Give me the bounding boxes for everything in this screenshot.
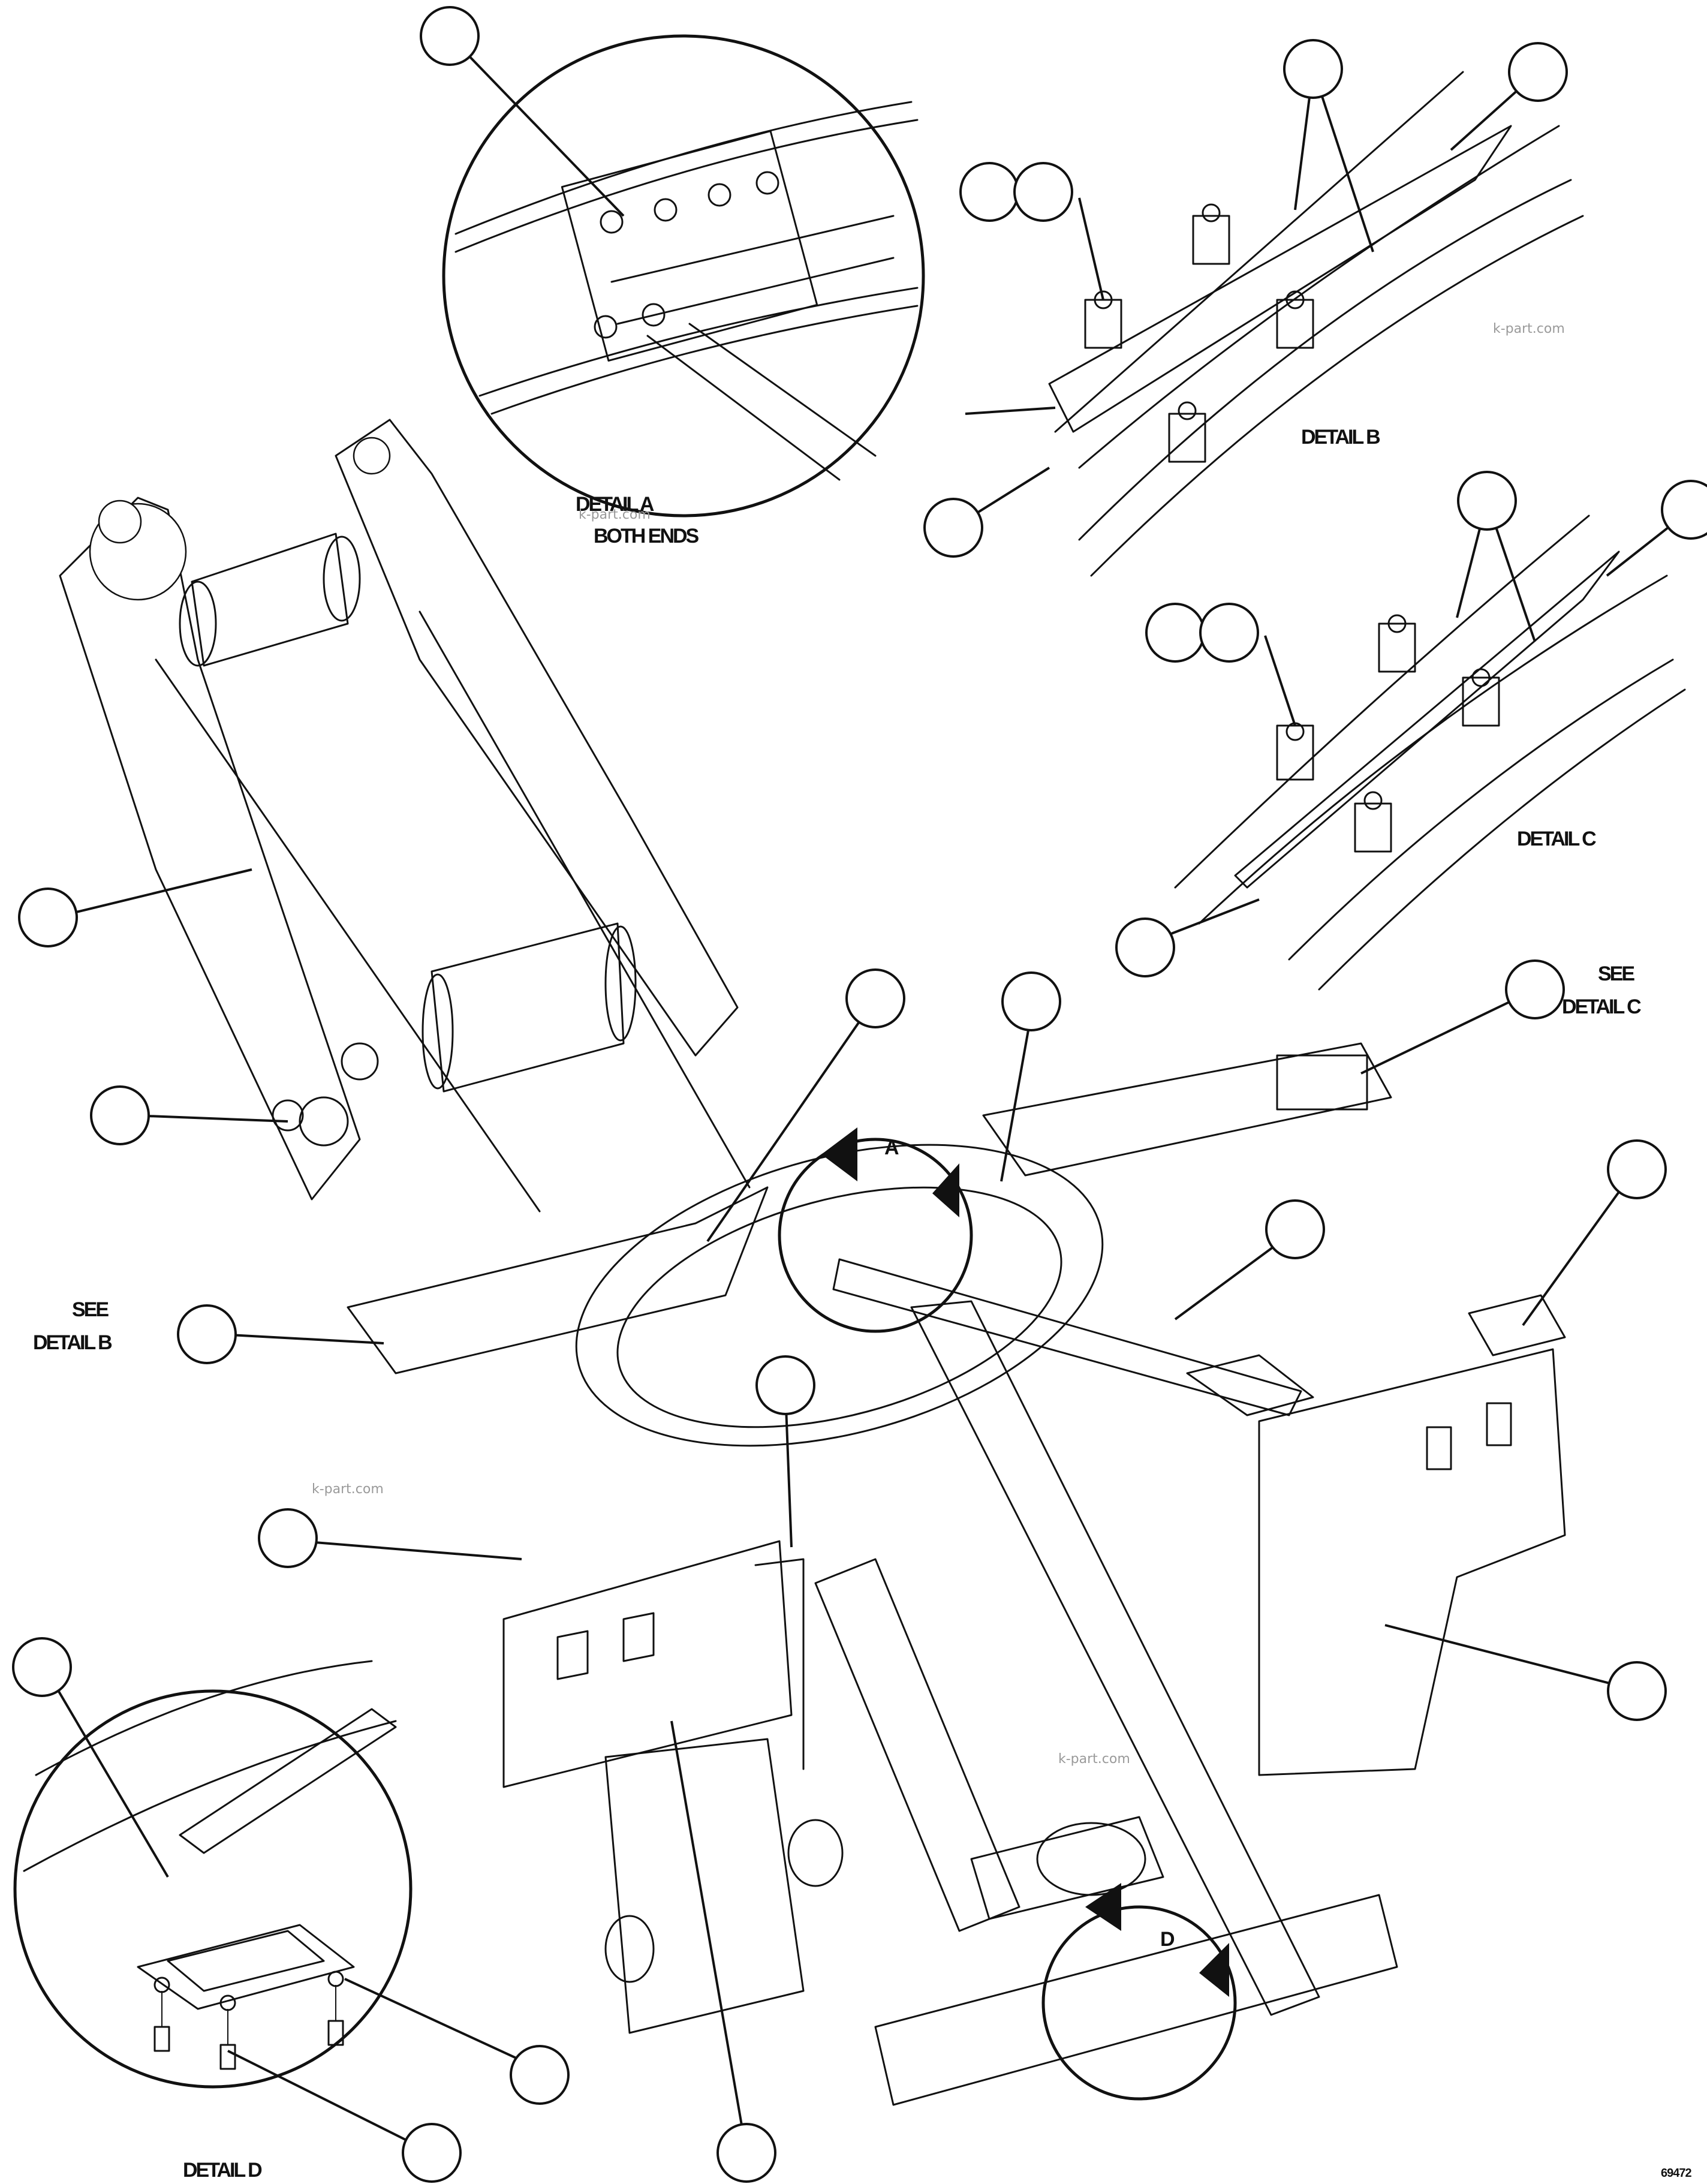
callout-boom-arm (18, 888, 78, 947)
view-arrows (821, 1127, 1229, 1997)
detail-d-label: DETAIL D (183, 2159, 262, 2182)
callout-cross-tube (1265, 1199, 1325, 1259)
callout-leaders (47, 35, 1692, 2154)
callout-detail-c-top-right (1661, 480, 1707, 540)
callout-detail-b-bottom (923, 498, 983, 558)
callout-upper-post (755, 1355, 815, 1415)
callout-detail-b-top-right (1508, 42, 1568, 102)
detail-a-view (442, 34, 925, 518)
main-frame-assembly (59, 419, 1566, 2106)
watermark-2: k-part.com (579, 507, 651, 522)
detail-a-label-line1: DETAIL A (576, 493, 654, 516)
detail-c-view (1174, 515, 1686, 991)
watermark-4: k-part.com (1058, 1752, 1130, 1767)
text-labels: DETAIL A BOTH ENDS DETAIL B DETAIL C SEE… (33, 426, 1692, 2182)
detail-d-view (13, 1660, 413, 2089)
callout-right-panel (1607, 1661, 1667, 1721)
see-detail-c-line2: DETAIL C (1562, 995, 1641, 1018)
callout-detail-b-top-left (1283, 39, 1343, 99)
drawing-number: 69472 (1661, 2167, 1691, 2180)
callout-detail-d-top (12, 1637, 72, 1697)
watermarks: k-part.com k-part.com k-part.com k-part.… (312, 321, 1565, 1767)
callout-detail-b-bolt-1 (959, 162, 1019, 222)
callout-ring-center (1001, 971, 1061, 1031)
callout-detail-c-bottom (1115, 917, 1175, 977)
callout-pivot-pin (90, 1085, 150, 1145)
see-detail-b-line1: SEE (72, 1298, 109, 1321)
see-detail-b-line2: DETAIL B (33, 1331, 112, 1354)
detail-b-label: DETAIL B (1301, 426, 1380, 449)
detail-a-label-line2: BOTH ENDS (594, 525, 699, 547)
callout-detail-d-bolt (510, 2045, 570, 2105)
callout-detail-b-bolt-2 (1013, 162, 1073, 222)
view-d-arrow-top (1085, 1883, 1121, 1931)
callout-bubbles (12, 6, 1707, 2183)
callout-detail-c-bolt-1 (1145, 603, 1205, 663)
callout-left-rail (845, 968, 905, 1028)
callout-left-mount (258, 1508, 318, 1568)
callout-left-plate (177, 1304, 237, 1364)
watermark-1: k-part.com (1493, 321, 1565, 336)
view-a-label: A (884, 1136, 899, 1159)
view-d-arrow-side (1199, 1943, 1229, 1997)
callout-right-bracket (1607, 1139, 1667, 1199)
watermark-3: k-part.com (312, 1482, 384, 1497)
view-a-arrow-side (932, 1163, 959, 1217)
view-d-label: D (1160, 1928, 1175, 1951)
callout-bottom-leg (716, 2123, 776, 2183)
callout-detail-a-top (420, 6, 480, 66)
see-detail-c-line1: SEE (1598, 962, 1634, 985)
view-a-arrow-top (821, 1127, 857, 1181)
callout-detail-d-washer (402, 2123, 462, 2183)
detail-b-view (1048, 71, 1584, 577)
detail-c-label: DETAIL C (1517, 828, 1596, 850)
callout-detail-c-bolt-2 (1199, 603, 1259, 663)
callout-detail-c-top-left (1457, 471, 1517, 531)
callout-right-rail (1505, 959, 1565, 1019)
